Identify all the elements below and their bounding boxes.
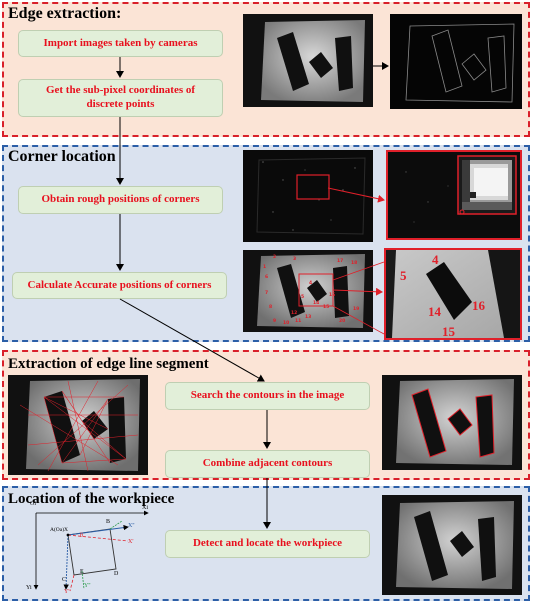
workpiece-detection-image [382, 495, 522, 595]
svg-text:6: 6 [265, 274, 268, 280]
coord-point-d-label: D [114, 571, 119, 577]
step-subpixel-line2: discrete points [86, 98, 155, 110]
coord-point-a-label: A(Oa)X [50, 527, 69, 533]
edge-image [390, 14, 522, 109]
svg-text:5: 5 [301, 294, 304, 300]
coord-point-e-label: E [80, 569, 84, 575]
contour-lines-image [8, 375, 148, 475]
corner-label-15: 15 [442, 324, 455, 339]
coord-axis-x-second-label: X'' [128, 523, 135, 529]
coord-angle-label: θ [80, 533, 83, 539]
svg-text:8: 8 [269, 304, 272, 310]
corner-label-5: 5 [400, 268, 407, 283]
svg-text:13: 13 [305, 314, 311, 320]
step-subpixel-coordinates: Get the sub-pixel coordinates of discret… [18, 79, 223, 117]
svg-text:2: 2 [273, 254, 276, 260]
corner-label-4: 4 [432, 252, 439, 267]
svg-text:11: 11 [295, 318, 301, 324]
svg-text:10: 10 [283, 320, 289, 326]
step-accurate-corners-label: Calculate Accurate positions of corners [27, 278, 212, 291]
rough-corner-image [243, 150, 373, 242]
title-edge-line-segment: Extraction of edge line segment [8, 356, 209, 372]
coord-axis-y-second-label: Y'' [84, 583, 91, 589]
corner-label-14: 14 [428, 304, 441, 319]
coord-point-c-label: C [62, 577, 67, 583]
title-workpiece-location: Location of the workpiece [8, 491, 175, 507]
svg-text:16: 16 [329, 292, 335, 298]
accurate-corner-zoom: 4 5 14 15 16 [384, 248, 522, 340]
svg-text:9: 9 [273, 318, 276, 324]
combined-contours-image [382, 375, 522, 470]
step-detect-workpiece: Detect and locate the workpiece [165, 530, 370, 558]
svg-text:12: 12 [291, 310, 297, 316]
rough-corner-zoom [386, 150, 522, 240]
corner-label-16: 16 [472, 298, 485, 313]
coord-point-b-label: B [106, 519, 111, 525]
svg-text:7: 7 [265, 290, 268, 296]
coord-axis-x-prime-label: X' [128, 539, 134, 545]
coord-axis-y-prime-label: Y' [64, 589, 70, 595]
svg-text:18: 18 [351, 260, 357, 266]
step-detect-workpiece-label: Detect and locate the workpiece [192, 537, 343, 550]
svg-text:3: 3 [293, 256, 296, 262]
step-rough-corners-label: Obtain rough positions of corners [41, 193, 200, 206]
svg-text:20: 20 [339, 318, 345, 324]
step-combine-contours: Combine adjacent contours [165, 450, 370, 478]
step-search-contours-label: Search the contours in the image [190, 389, 345, 402]
step-rough-corners: Obtain rough positions of corners [18, 186, 223, 214]
svg-text:17: 17 [337, 258, 343, 264]
svg-text:19: 19 [353, 306, 359, 312]
coord-origin-label: Oi [30, 501, 36, 507]
svg-text:4: 4 [309, 280, 312, 286]
step-import-images: Import images taken by cameras [18, 30, 223, 57]
svg-text:1: 1 [263, 264, 266, 270]
title-corner-location: Corner location [8, 148, 116, 165]
step-subpixel-line1: Get the sub-pixel coordinates of [45, 84, 196, 97]
svg-text:15: 15 [323, 304, 329, 310]
coordinate-diagram: Oi Xi Yi A(Oa)X B C D E X' X'' Y' Y'' θ [22, 501, 158, 597]
svg-text:14: 14 [313, 300, 319, 306]
coord-axis-x-label: Xi [142, 505, 148, 511]
step-search-contours: Search the contours in the image [165, 382, 370, 410]
coord-axis-y-label: Yi [26, 585, 32, 591]
step-combine-contours-label: Combine adjacent contours [202, 457, 333, 470]
step-import-images-label: Import images taken by cameras [43, 36, 198, 49]
title-edge-extraction: Edge extraction: [8, 5, 122, 22]
step-accurate-corners: Calculate Accurate positions of corners [12, 272, 227, 299]
camera-image-raw [243, 14, 373, 107]
